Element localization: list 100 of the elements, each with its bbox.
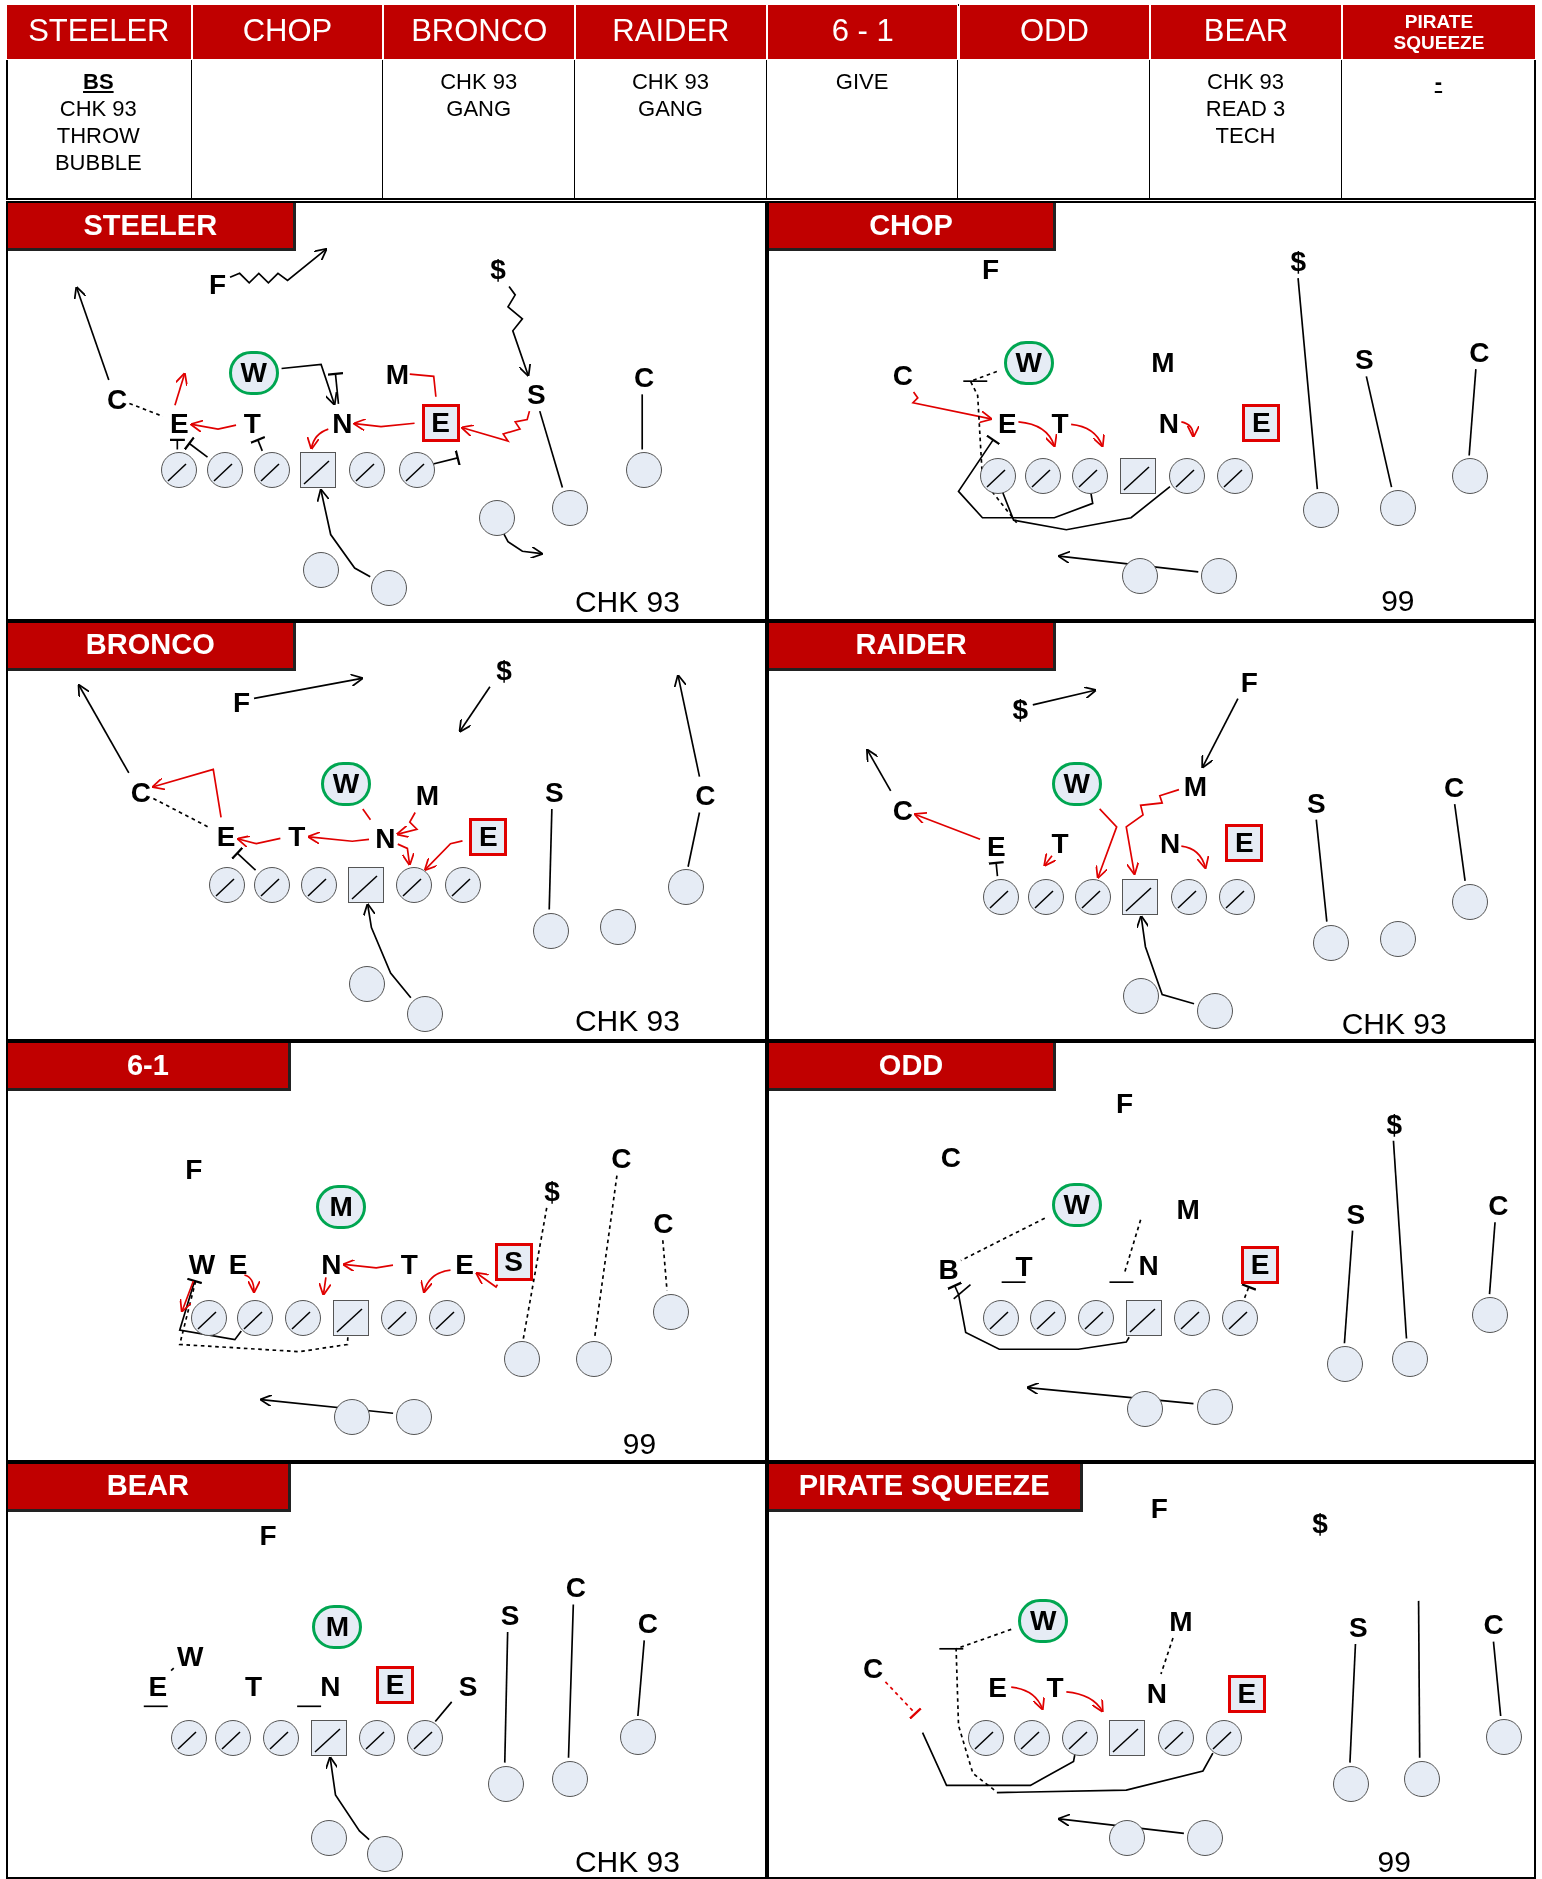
route-arrow (1136, 914, 1195, 1005)
position-letter: T (1015, 1253, 1033, 1282)
block-line (884, 1681, 922, 1720)
route-line (178, 1280, 349, 1353)
route-line (152, 797, 211, 829)
position-letter: $ (1386, 1110, 1402, 1139)
play-call-text: CHK 93 THROW BUBBLE (53, 94, 143, 176)
route-arrow (151, 768, 222, 819)
position-letter: T (288, 823, 306, 852)
boxed-position-letter: E (1241, 1245, 1280, 1284)
position-letter: N (1158, 409, 1180, 438)
center-square (311, 1720, 348, 1757)
route-arrow (1201, 697, 1239, 769)
circled-position-letter: W (228, 351, 279, 396)
position-letter: M (1176, 1195, 1200, 1224)
boxed-position-letter: E (421, 403, 460, 442)
check-call-text: CHK 93 (574, 583, 680, 620)
position-letter: M (415, 782, 439, 811)
position-letter: M (1183, 772, 1207, 801)
route-line (1488, 1221, 1496, 1295)
route-arrow (280, 363, 338, 406)
route-arrow (506, 285, 532, 378)
route-arrow (673, 673, 701, 778)
route-arrow (460, 410, 531, 443)
route-arrow (352, 418, 416, 432)
column-heading: 6 - 1 (831, 12, 894, 51)
position-letter: E (228, 1250, 248, 1279)
center-square (1125, 1299, 1162, 1336)
position-letter: C (940, 1144, 961, 1173)
position-letter: S (1307, 789, 1326, 818)
play-call-heading: BS (82, 67, 115, 95)
position-letter: N (1138, 1252, 1159, 1280)
block-line (1240, 1283, 1257, 1299)
route-arrow (77, 683, 130, 774)
play-call-text: - (1433, 67, 1444, 95)
route-arrow (341, 1258, 394, 1273)
route-arrow (316, 488, 372, 578)
route-line (361, 808, 372, 821)
route-line (538, 410, 564, 489)
column-heading: CHOP (242, 12, 333, 51)
position-letter: C (1483, 1611, 1504, 1640)
position-letter: N (321, 1250, 342, 1279)
position-letter: E (988, 1673, 1007, 1702)
column-heading: PIRATE SQUEEZE (1392, 10, 1486, 53)
boxed-position-letter: E (375, 1666, 414, 1705)
position-letter: N (1146, 1679, 1168, 1708)
check-call-text: 99 (622, 1425, 657, 1462)
boxed-position-letter: S (494, 1243, 533, 1282)
position-letter: C (862, 1654, 884, 1683)
position-letter: S (458, 1672, 478, 1701)
route-arrow (73, 285, 110, 381)
formation-panel (6, 201, 767, 621)
formation-title-tab: BRONCO (8, 622, 296, 671)
position-letter: C (892, 796, 914, 825)
play-call-text: GIVE (834, 67, 890, 95)
route-arrow (1031, 686, 1098, 706)
route-line (996, 1752, 1214, 1794)
position-letter: F (1240, 668, 1258, 697)
route-arrow (1125, 788, 1180, 876)
center-square (1109, 1720, 1146, 1757)
position-letter: E (455, 1250, 474, 1279)
route-line (641, 393, 644, 451)
route-arrow (502, 532, 544, 560)
route-line (1160, 1637, 1174, 1675)
position-letter: E (148, 1672, 168, 1701)
route-arrow (911, 391, 993, 424)
route-line (169, 1667, 175, 1673)
route-arrow (396, 843, 415, 867)
position-letter: N (375, 825, 396, 854)
boxed-position-letter: E (1227, 1674, 1266, 1713)
route-line (969, 370, 1020, 526)
formation-panel (6, 1041, 767, 1462)
route-line (1297, 277, 1319, 490)
route-line (687, 811, 701, 868)
route-arrow (236, 835, 282, 849)
route-arrow (325, 1755, 370, 1841)
route-arrow (423, 840, 464, 872)
block-line (183, 436, 209, 458)
formation-panel (6, 620, 767, 1042)
position-letter: S (545, 778, 564, 807)
position-letter: C (892, 361, 914, 390)
position-letter: C (565, 1574, 586, 1603)
play-call-text: CHK 93 READ 3 TECH (1204, 67, 1287, 149)
position-letter: C (695, 782, 716, 811)
route-line (1453, 803, 1466, 882)
position-letter: C (637, 1610, 658, 1639)
center-square (300, 452, 337, 489)
route-line (1349, 1643, 1357, 1764)
route-arrow (458, 685, 491, 733)
position-letter: W (188, 1250, 216, 1279)
position-letter: W (176, 1642, 204, 1671)
route-line (1343, 1229, 1354, 1345)
position-letter: S (500, 1601, 520, 1630)
column-heading: ODD (1019, 12, 1089, 51)
route-line (921, 1731, 1076, 1787)
route-line (1492, 1640, 1502, 1717)
position-letter: B (938, 1255, 959, 1284)
position-letter: C (1488, 1192, 1509, 1221)
position-letter: C (1469, 339, 1490, 368)
position-letter: E (216, 823, 236, 852)
